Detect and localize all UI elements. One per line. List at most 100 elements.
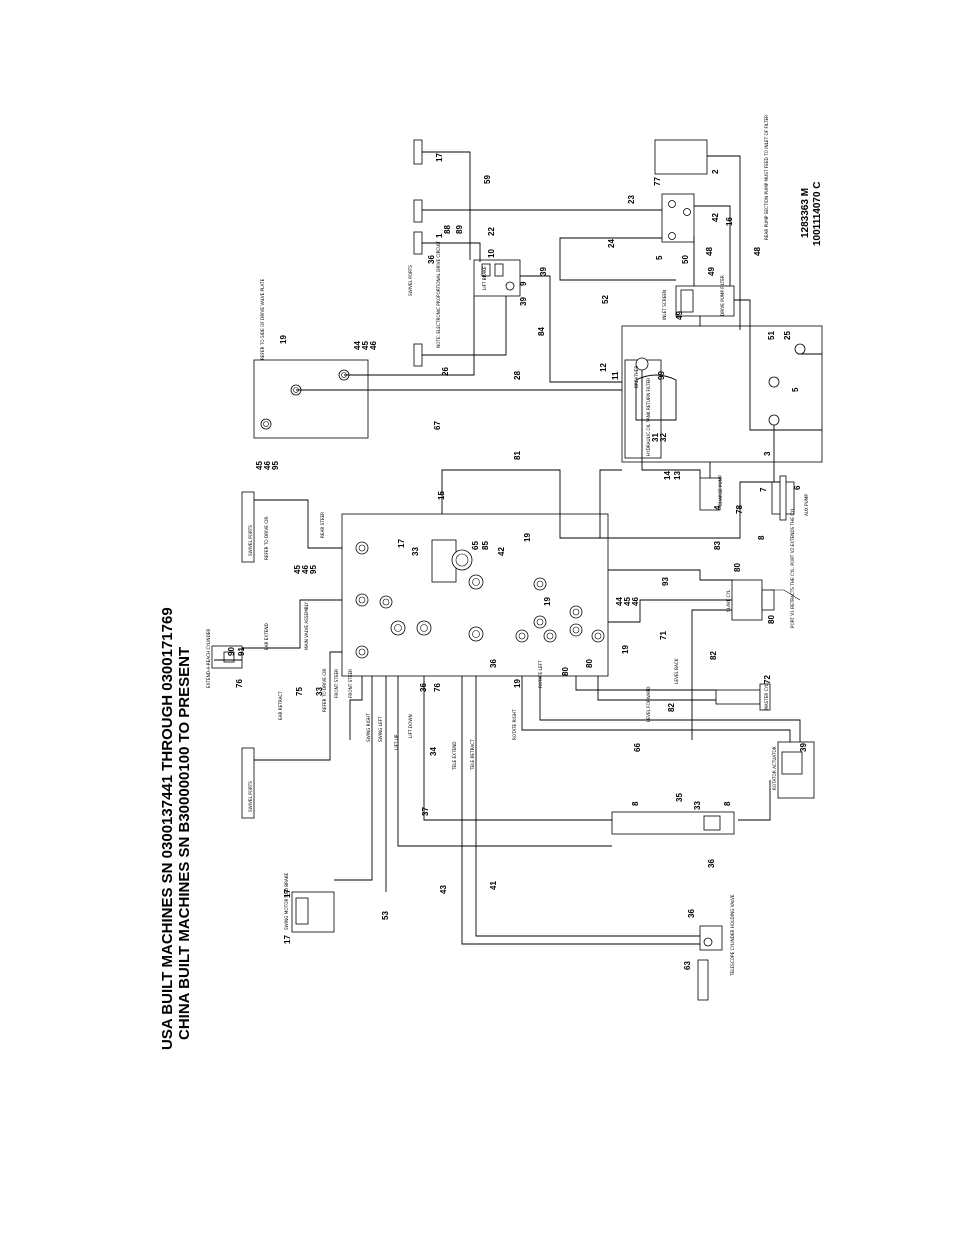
callout: 10 bbox=[487, 249, 496, 258]
callout: 53 bbox=[381, 911, 390, 920]
callout: 63 bbox=[683, 961, 692, 970]
port-block-top-4 bbox=[413, 343, 423, 367]
callout: 33 bbox=[315, 687, 324, 696]
callout: 46 bbox=[631, 597, 640, 606]
callout: 88 bbox=[443, 225, 452, 234]
callout: 13 bbox=[673, 471, 682, 480]
label-charge-pump: CHARGE PUMP bbox=[718, 475, 723, 506]
label-swivel-ports-top2: SWIVEL PORTS bbox=[408, 265, 413, 296]
header-line-1: USA BUILT MACHINES SN 0300137441 THROUGH… bbox=[159, 607, 176, 1050]
tank-port-suction-b bbox=[768, 376, 780, 388]
callout: 45 bbox=[293, 565, 302, 574]
main-valve-assembly bbox=[341, 513, 609, 677]
callout: 45 bbox=[361, 341, 370, 350]
callout: 2 bbox=[711, 169, 720, 174]
callout: 17 bbox=[283, 935, 292, 944]
callout: 76 bbox=[433, 683, 442, 692]
callout: 82 bbox=[667, 703, 676, 712]
slave-cylinder bbox=[731, 579, 763, 621]
callout: 9 bbox=[519, 281, 528, 286]
callout: 99 bbox=[657, 371, 666, 380]
callout: 42 bbox=[497, 547, 506, 556]
callout: 33 bbox=[693, 801, 702, 810]
tank-port-drain bbox=[794, 343, 806, 355]
callout: 5 bbox=[791, 387, 800, 392]
callout: 24 bbox=[607, 239, 616, 248]
label-lift-up: LIFT UP bbox=[394, 734, 399, 750]
label-return-filter: RETURN FILTER bbox=[646, 378, 651, 410]
label-rear-steer: REAR STEER bbox=[320, 512, 325, 538]
swivel-ports-left-top bbox=[241, 491, 255, 563]
callout: 43 bbox=[439, 885, 448, 894]
callout: 5 bbox=[655, 255, 664, 260]
callout: 4 bbox=[713, 505, 722, 510]
pump-port-a bbox=[668, 200, 676, 208]
callout: 31 bbox=[651, 433, 660, 442]
label-front-steer-b: FRONT STEER bbox=[348, 669, 353, 698]
callout: 14 bbox=[663, 471, 672, 480]
callout: 15 bbox=[437, 491, 446, 500]
callout: 19 bbox=[543, 597, 552, 606]
callout: 46 bbox=[263, 461, 272, 470]
callout: 82 bbox=[709, 651, 718, 660]
callout: 37 bbox=[421, 807, 430, 816]
callout: 52 bbox=[601, 295, 610, 304]
label-hydraulic-tank: HYDRAULIC OIL TANK bbox=[646, 411, 651, 456]
callout: 80 bbox=[561, 667, 570, 676]
callout: 48 bbox=[705, 247, 714, 256]
pump-port-c bbox=[668, 232, 676, 240]
label-tele-extend: TELE EXTEND bbox=[452, 741, 457, 771]
label-level-forward: LEVEL FORWARD bbox=[646, 686, 651, 722]
callout: 42 bbox=[711, 213, 720, 222]
drawing-number-2: 1001114070 C bbox=[812, 181, 823, 246]
callout: 36 bbox=[427, 255, 436, 264]
callout: 50 bbox=[681, 255, 690, 264]
master-cylinder bbox=[715, 689, 761, 705]
callout: 7 bbox=[759, 487, 768, 492]
filter-port bbox=[505, 281, 515, 291]
tele-holding-valve bbox=[699, 925, 723, 951]
label-swing-left: SWING LEFT bbox=[378, 716, 383, 742]
callout: 16 bbox=[725, 217, 734, 226]
label-level-back: LEVEL BACK bbox=[674, 658, 679, 684]
callout: 76 bbox=[235, 679, 244, 688]
callout: 91 bbox=[237, 647, 246, 656]
callout: 26 bbox=[441, 367, 450, 376]
callout: 45 bbox=[255, 461, 264, 470]
callout: 80 bbox=[767, 615, 776, 624]
callout: 44 bbox=[353, 341, 362, 350]
label-bypass-note: NOTE: ELECTRONIC PROPORTIONAL DRIVE CIRC… bbox=[436, 240, 441, 348]
header-line-2: CHINA BUILT MACHINES SN B300000100 TO PR… bbox=[176, 647, 193, 1040]
callout: 1 bbox=[435, 233, 444, 238]
callout: 80 bbox=[585, 659, 594, 668]
label-ear-extend: EAR EXTEND bbox=[264, 623, 269, 650]
callout: 8 bbox=[631, 801, 640, 806]
label-swivel-ports-bottom: SWIVEL PORTS bbox=[248, 781, 253, 812]
callout: 6 bbox=[793, 485, 802, 490]
callout: 33 bbox=[411, 547, 420, 556]
callout: 17 bbox=[397, 539, 406, 548]
callout: 72 bbox=[763, 675, 772, 684]
callout: 17 bbox=[435, 153, 444, 162]
callout: 12 bbox=[599, 363, 608, 372]
label-main-valve: MAIN VALVE ASSEMBLY bbox=[304, 602, 309, 650]
label-lift-down: LIFT DOWN bbox=[408, 714, 413, 738]
tank-port-suction-a bbox=[768, 414, 780, 426]
label-swing-motor: SWING MOTOR AND BRAKE bbox=[284, 872, 289, 930]
swivel-ports-left-bottom bbox=[241, 747, 255, 819]
callout: 28 bbox=[513, 371, 522, 380]
callout: 39 bbox=[519, 297, 528, 306]
callout: 75 bbox=[295, 687, 304, 696]
callout: 95 bbox=[309, 565, 318, 574]
label-aux-pump: AUX PUMP bbox=[804, 494, 809, 516]
label-rotate-right: ROTATE RIGHT bbox=[512, 709, 517, 740]
charge-pump bbox=[699, 477, 721, 511]
drive-valve-plate bbox=[253, 359, 369, 439]
label-breather: BREATHER bbox=[634, 366, 639, 388]
callout: 51 bbox=[767, 331, 776, 340]
label-lift-brake: LIFT BRAKE bbox=[482, 266, 487, 290]
callout: 81 bbox=[513, 451, 522, 460]
callout: 41 bbox=[489, 881, 498, 890]
callout: 65 bbox=[471, 541, 480, 550]
